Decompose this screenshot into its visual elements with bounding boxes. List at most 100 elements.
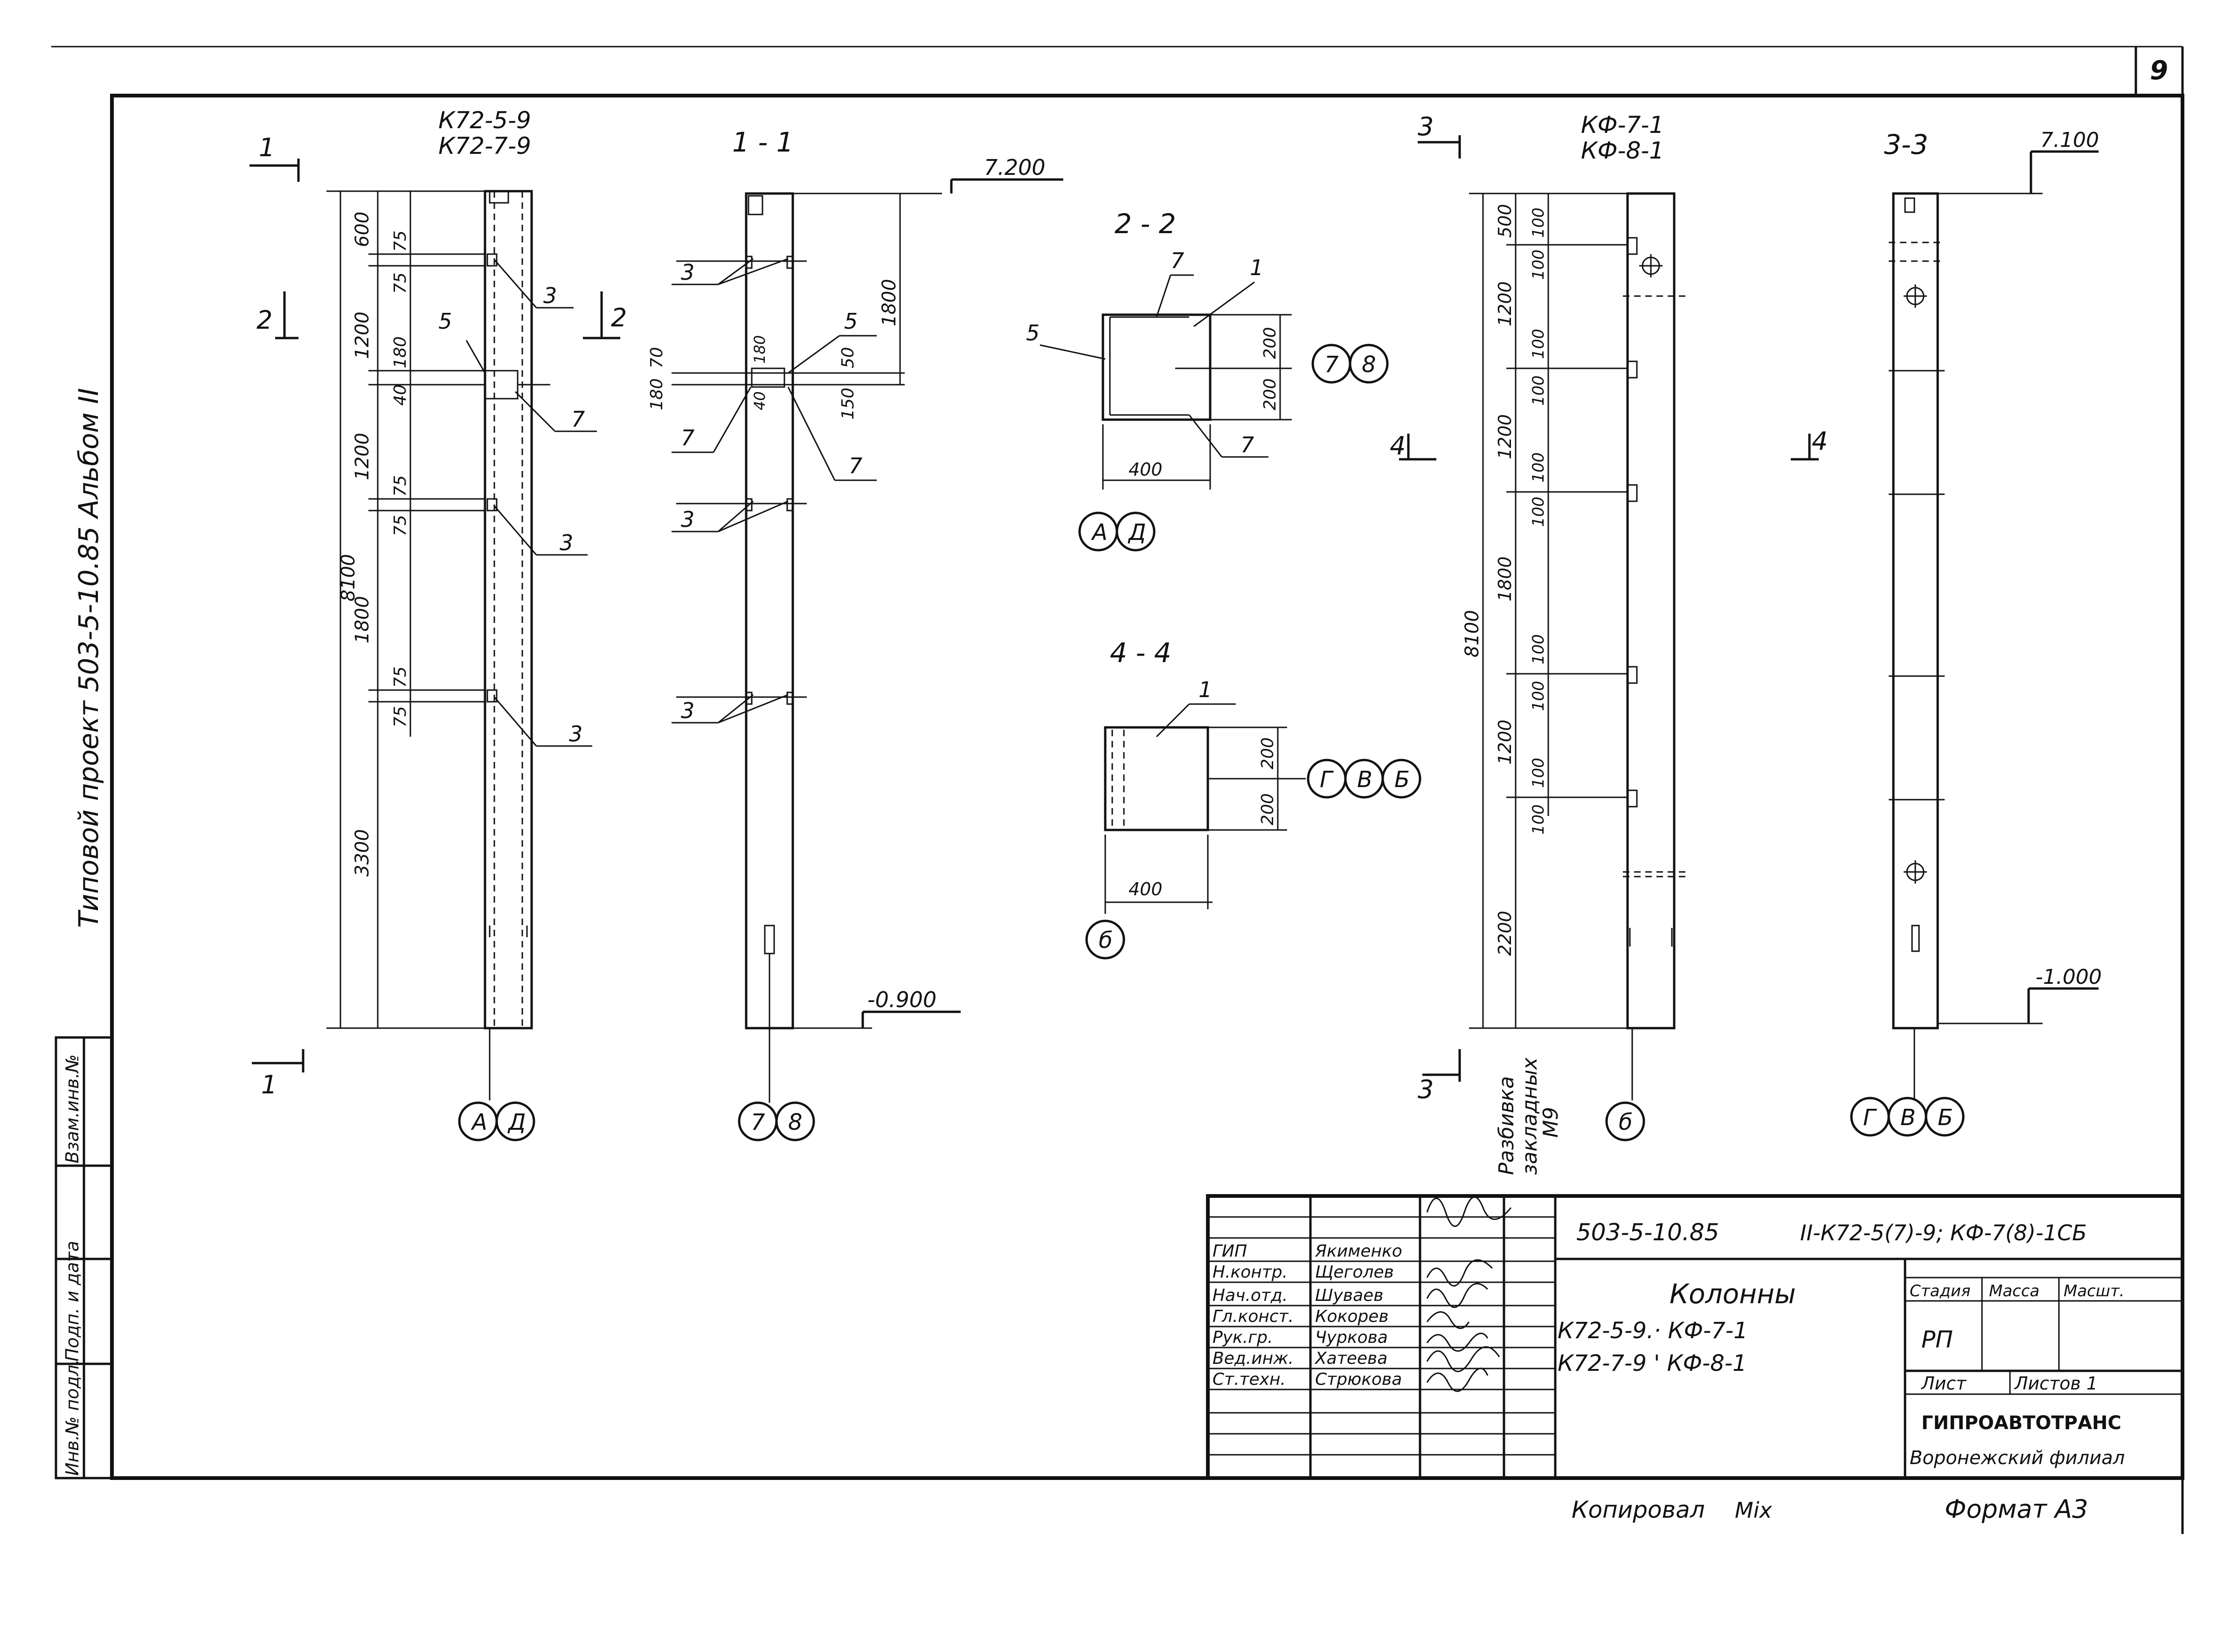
s33-axis-g: Г bbox=[1863, 1105, 1877, 1131]
s11-dim-180b: 180 bbox=[751, 335, 769, 364]
k72-dim-inner-6: 75 bbox=[391, 515, 410, 536]
s22-dim-400: 400 bbox=[1129, 459, 1163, 480]
s11-dim-40: 40 bbox=[751, 391, 769, 410]
kf-dim-3: 1200 bbox=[1495, 414, 1515, 459]
k72-callout-7: 7 bbox=[571, 407, 585, 432]
s22-axis-a: А bbox=[1091, 519, 1108, 546]
k72-callout-3b: 3 bbox=[560, 530, 573, 555]
k72-dim-1: 600 bbox=[352, 212, 373, 247]
s11-dim-1800: 1800 bbox=[879, 279, 900, 326]
s33-axis-v: В bbox=[1900, 1105, 1916, 1131]
s11-dim-50: 50 bbox=[838, 347, 858, 368]
kf-title-1: КФ-7-1 bbox=[1581, 111, 1664, 138]
k72-axis-a: А bbox=[471, 1109, 487, 1135]
tb-stage-header: Стадия bbox=[1910, 1282, 1970, 1300]
kf-sec3-bot: 3 bbox=[1418, 1075, 1434, 1104]
tb-sheet-header: Лист bbox=[1920, 1373, 1967, 1394]
s22-dim-200a: 200 bbox=[1261, 327, 1280, 359]
tb-scale-header: Масшт. bbox=[2064, 1282, 2125, 1300]
s22-callout-5: 5 bbox=[1026, 320, 1039, 346]
kf-dim-2: 1200 bbox=[1495, 281, 1515, 326]
k72-sec1-top: 1 bbox=[259, 133, 275, 162]
s44-axis-b: Б bbox=[1394, 767, 1410, 793]
kf-dim-6: 2200 bbox=[1495, 911, 1515, 956]
k72-dim-5: 3300 bbox=[352, 829, 373, 877]
s33-elev-bot: -1.000 bbox=[2036, 965, 2102, 989]
signatures bbox=[1426, 1196, 1512, 1392]
kf-note-1: Разбивка bbox=[1495, 1076, 1518, 1175]
view-section-3-3: 3-3 7.100 -1.000 Г В Б bbox=[1850, 128, 2102, 1137]
kf-axis: б bbox=[1619, 1109, 1633, 1135]
s11-callout-3c: 3 bbox=[681, 698, 694, 723]
s44-axis-g: Г bbox=[1320, 767, 1334, 793]
kf-dim-inner-9: 100 bbox=[1529, 758, 1548, 788]
kf-dim-inner-2: 100 bbox=[1529, 249, 1548, 280]
kf-dim-inner-6: 100 bbox=[1529, 497, 1548, 527]
kf-dim-inner-4: 100 bbox=[1529, 375, 1548, 406]
k72-dim-inner-3: 180 bbox=[391, 336, 410, 368]
kf-dim-5: 1200 bbox=[1495, 719, 1515, 765]
kf-sec4-right: 4 bbox=[1812, 427, 1828, 456]
k72-dim-inner-2: 75 bbox=[391, 272, 410, 294]
tb-stage: РП bbox=[1921, 1326, 1953, 1353]
k72-dim-2: 1200 bbox=[352, 311, 373, 359]
tb-code: 503-5-10.85 bbox=[1576, 1219, 1719, 1246]
s11-dim-150: 150 bbox=[838, 387, 858, 420]
view-section-4-4: 4 - 4 200 200 400 1 Г В Б б bbox=[1085, 637, 1421, 960]
kf-dim-inner-10: 100 bbox=[1529, 804, 1548, 835]
kf-dim-total: 8100 bbox=[1462, 610, 1483, 657]
k72-dim-inner-1: 75 bbox=[391, 230, 410, 252]
s11-callout-7a: 7 bbox=[681, 425, 694, 450]
s11-dim-70: 70 bbox=[647, 347, 666, 368]
s33-axis-b: Б bbox=[1938, 1105, 1953, 1131]
tb-name-6: Хатеева bbox=[1314, 1349, 1387, 1368]
sheet-number: 9 bbox=[2150, 55, 2168, 86]
kf-sec4-left: 4 bbox=[1390, 431, 1406, 461]
k72-callout-3c: 3 bbox=[569, 721, 582, 747]
tb-name-7: Стрюкова bbox=[1315, 1370, 1402, 1389]
side-vzam: Взам.инв.№ bbox=[62, 1054, 83, 1163]
tb-branch: Воронежский филиал bbox=[1910, 1447, 2125, 1469]
s11-title: 1 - 1 bbox=[732, 126, 794, 158]
s22-dim-200b: 200 bbox=[1261, 378, 1280, 410]
tb-sheets-header: Листов 1 bbox=[2014, 1373, 2098, 1394]
s22-axis-8: 8 bbox=[1362, 352, 1376, 378]
k72-dim-inner-5: 75 bbox=[391, 475, 410, 497]
view-k72-elevation: К72-5-9 К72-7-9 8100 600 1200 12 bbox=[249, 107, 627, 1141]
kf-title-2: КФ-8-1 bbox=[1581, 137, 1664, 164]
s44-dim-400: 400 bbox=[1129, 879, 1163, 899]
kf-dim-inner-3: 100 bbox=[1529, 329, 1548, 359]
k72-dim-4: 1800 bbox=[352, 596, 373, 643]
tb-role-2: Н.контр. bbox=[1212, 1263, 1288, 1282]
s11-elev-bot: -0.900 bbox=[867, 987, 936, 1012]
s11-dim-180a: 180 bbox=[647, 378, 666, 410]
k72-dim-total: 8100 bbox=[338, 554, 359, 601]
k72-callout-5: 5 bbox=[438, 309, 452, 334]
s22-callout-7a: 7 bbox=[1171, 248, 1184, 273]
s44-title: 4 - 4 bbox=[1110, 637, 1171, 669]
kf-dim-inner-1: 100 bbox=[1529, 207, 1548, 238]
sheet-frame: 9 bbox=[51, 46, 2184, 1534]
kf-dim-inner-5: 100 bbox=[1529, 452, 1548, 483]
tb-role-4: Гл.конст. bbox=[1212, 1307, 1294, 1326]
k72-sec1-bot: 1 bbox=[261, 1070, 277, 1099]
s44-callout-1: 1 bbox=[1199, 677, 1212, 702]
k72-dim-inner-7: 75 bbox=[391, 666, 410, 688]
s11-callout-3a: 3 bbox=[681, 260, 694, 285]
s11-axis-7: 7 bbox=[751, 1109, 765, 1135]
k72-dim-inner-8: 75 bbox=[391, 706, 410, 727]
tb-role-7: Ст.техн. bbox=[1212, 1370, 1286, 1389]
s44-axis-bottom: б bbox=[1099, 927, 1113, 954]
s22-axis-7: 7 bbox=[1324, 352, 1339, 378]
tb-role-6: Вед.инж. bbox=[1212, 1349, 1294, 1368]
k72-title-2: К72-7-9 bbox=[438, 132, 531, 159]
s44-axis-v: В bbox=[1357, 767, 1372, 793]
copied-signature: Мiх bbox=[1735, 1498, 1772, 1523]
k72-sec2-right: 2 bbox=[611, 303, 627, 332]
tb-role-5: Рук.гр. bbox=[1212, 1328, 1273, 1347]
s11-callout-3b: 3 bbox=[681, 507, 694, 532]
tb-line2: К72-7-9 ' КФ-8-1 bbox=[1558, 1350, 1747, 1376]
kf-note-3: М9 bbox=[1539, 1107, 1563, 1138]
tb-role-1: ГИП bbox=[1212, 1242, 1247, 1261]
kf-dim-inner-8: 100 bbox=[1529, 681, 1548, 711]
